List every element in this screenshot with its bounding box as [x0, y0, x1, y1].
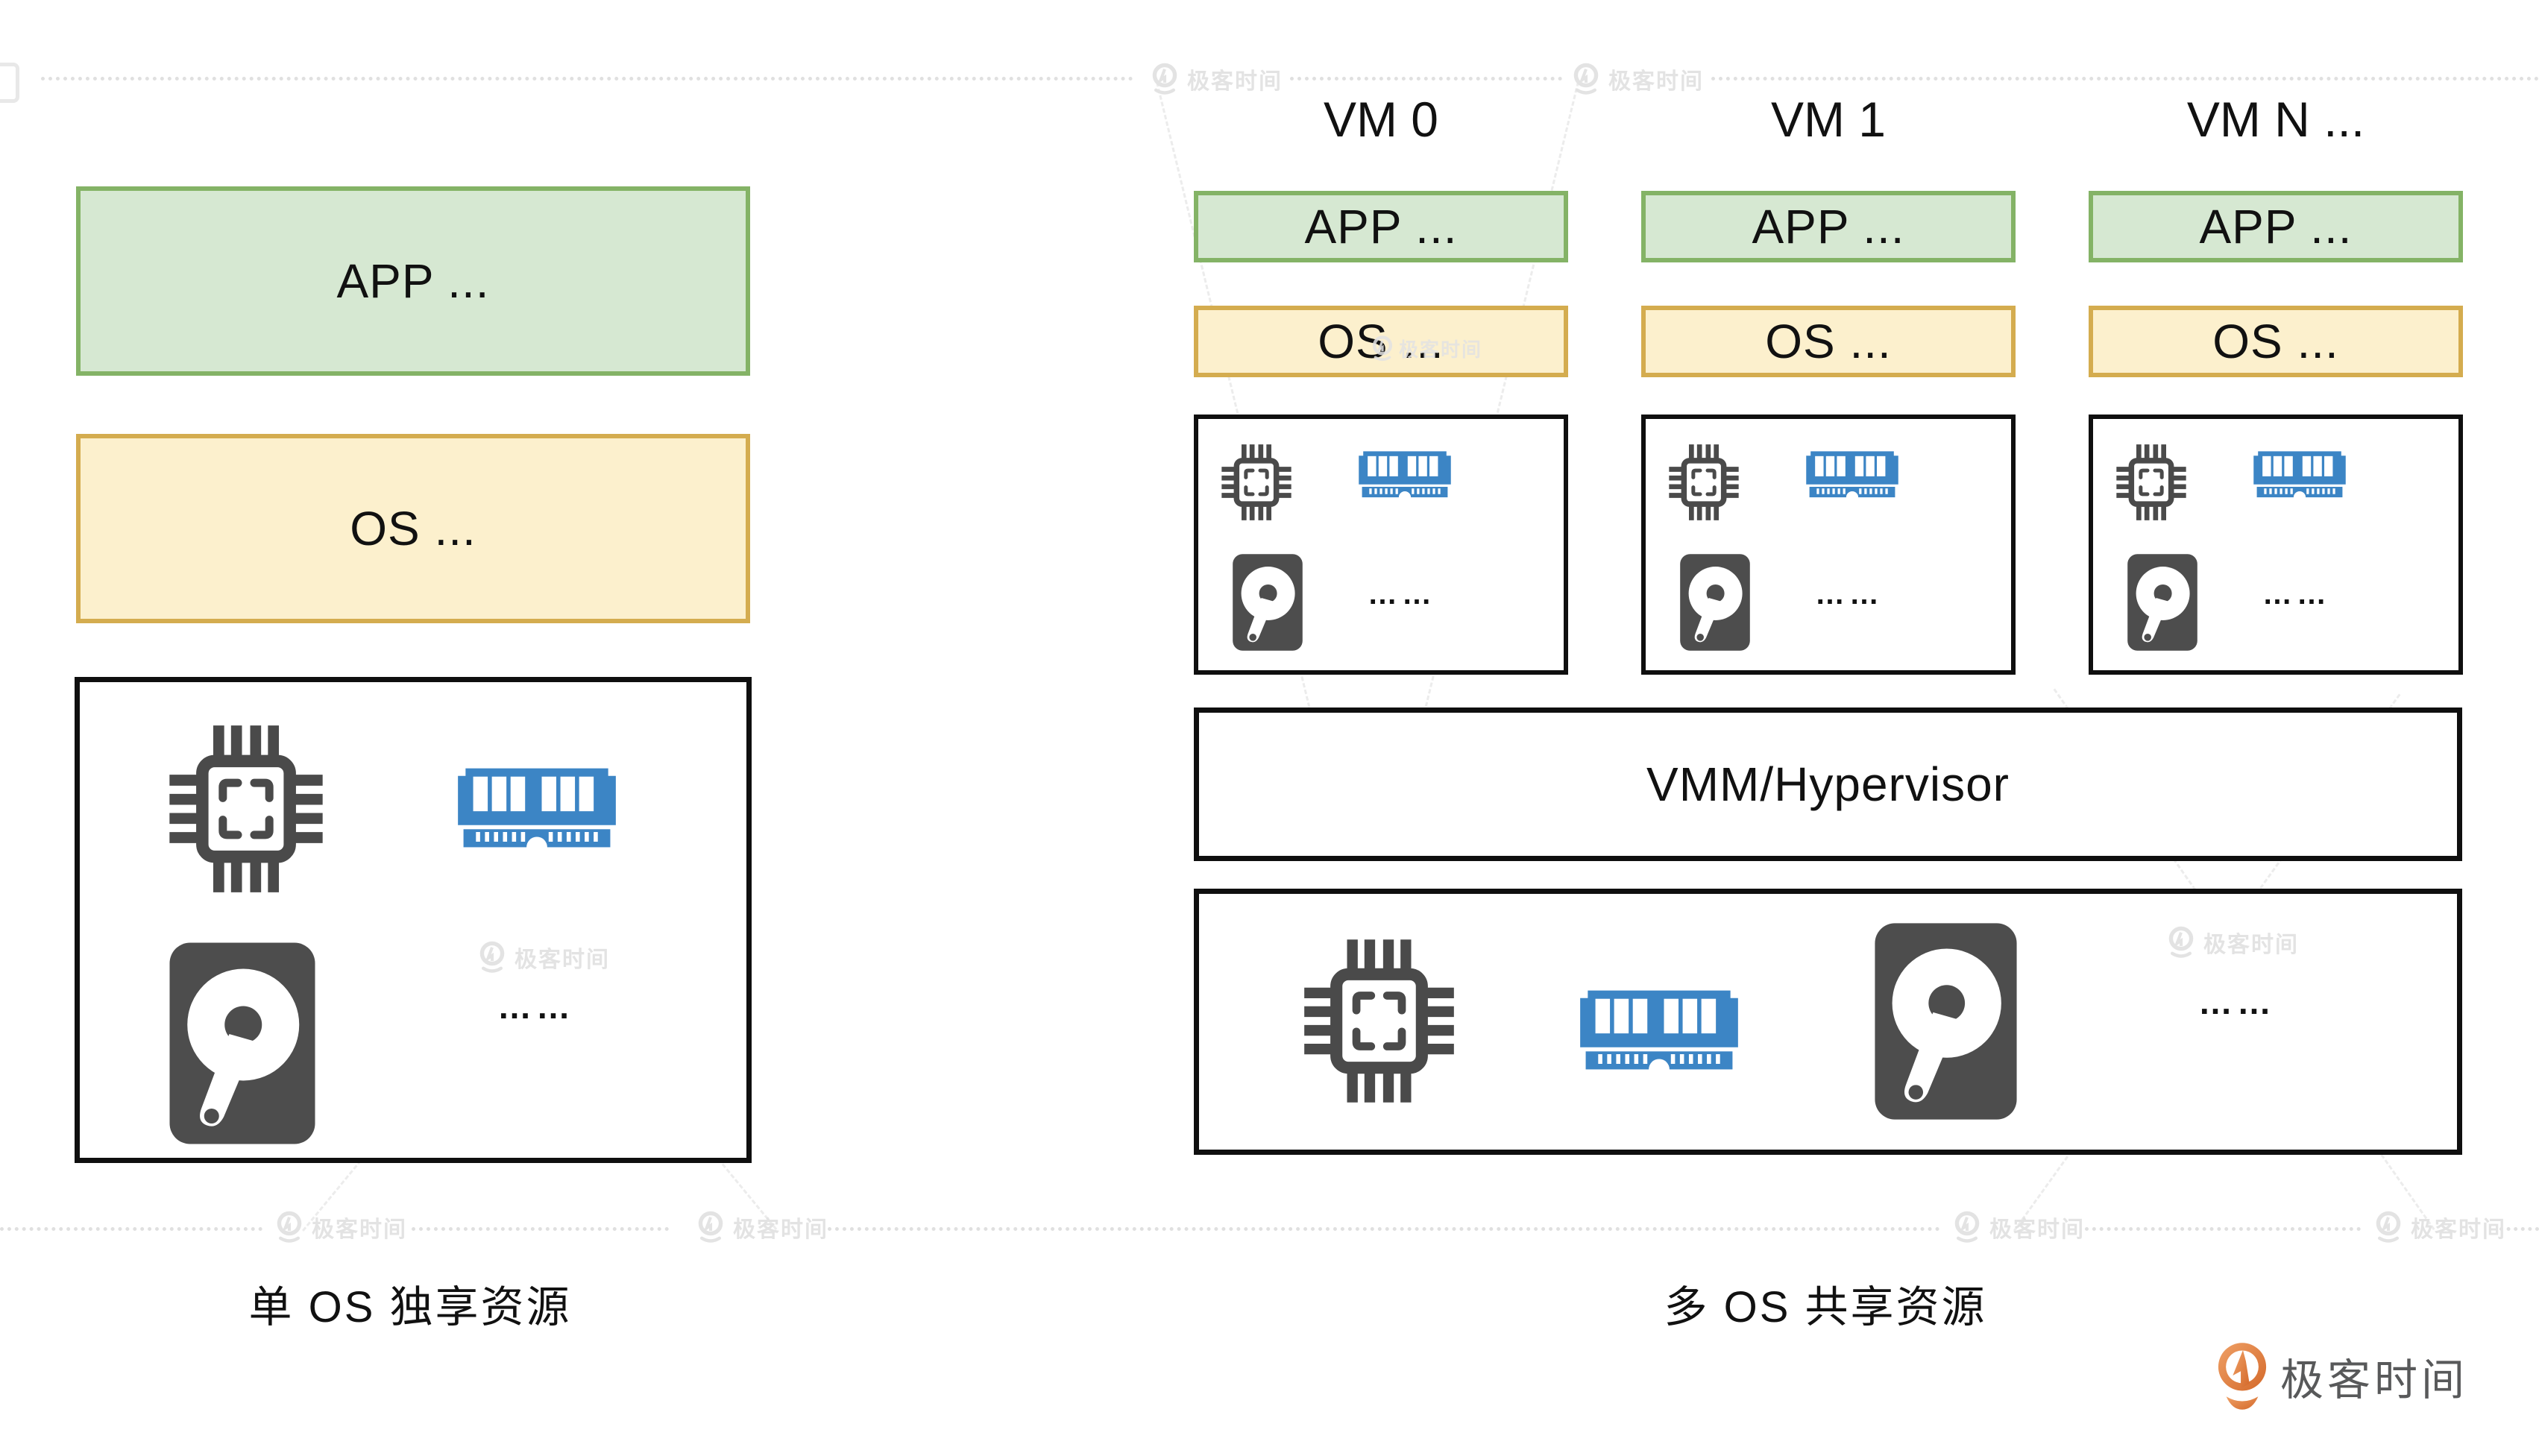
watermark: 极客时间 — [274, 1209, 407, 1244]
geektime-pin-icon — [1150, 61, 1180, 96]
watermark-text: 极客时间 — [1608, 69, 1704, 94]
watermark-dotted-line — [0, 1227, 262, 1231]
vm-app-label: APP ... — [1304, 200, 1458, 253]
geektime-pin-icon — [2373, 1209, 2403, 1244]
disk-icon — [1670, 553, 1761, 652]
vm-app-box: APP ... — [1194, 191, 1568, 262]
ram-icon — [1804, 449, 1901, 505]
geektime-pin-icon — [2218, 1343, 2267, 1410]
vm-hardware-box: …… — [2089, 415, 2463, 675]
watermark: 极客时间 — [696, 1209, 828, 1244]
disk-icon — [1873, 921, 2019, 1122]
vm-hardware-box: …… — [1641, 415, 2016, 675]
geektime-pin-icon — [696, 1209, 726, 1244]
watermark-dotted-line — [1711, 77, 2539, 81]
geektime-pin-icon — [477, 939, 507, 974]
geektime-logo: 极客时间 — [2216, 1340, 2468, 1412]
geektime-logo-text: 极客时间 — [2280, 1356, 2469, 1405]
watermark-dotted-line — [2499, 1227, 2539, 1231]
watermark: 极客时间 — [477, 939, 610, 974]
ellipsis-dots: …… — [497, 987, 575, 1026]
vm-app-box: APP ... — [1641, 191, 2016, 262]
left-caption: 单 OS 独享资源 — [248, 1283, 572, 1331]
watermark-text: 极客时间 — [1399, 338, 1483, 361]
watermark: 极客时间 — [2166, 924, 2299, 959]
vm-title: VM 1 — [1770, 92, 1887, 147]
vmm-label: VMM/Hypervisor — [1646, 757, 2010, 811]
ram-icon — [1356, 449, 1453, 505]
disk-icon — [168, 941, 317, 1146]
watermark-dotted-line — [41, 77, 1133, 81]
watermark-text: 极客时间 — [2203, 932, 2299, 957]
watermark-dotted-line — [412, 1227, 669, 1231]
ram-icon — [451, 764, 623, 861]
vmm-hypervisor-box: VMM/Hypervisor — [1194, 707, 2462, 861]
watermark-dotted-line — [2085, 1227, 2361, 1231]
watermark-text: 极客时间 — [1187, 69, 1283, 94]
geektime-pin-icon — [1371, 334, 1394, 362]
vm-hardware-box: …… — [1194, 415, 1568, 675]
cpu-icon — [164, 719, 328, 898]
watermark-text: 极客时间 — [2411, 1217, 2506, 1242]
right-caption: 多 OS 共享资源 — [1664, 1283, 1987, 1331]
cpu-icon — [1299, 933, 1459, 1109]
left-app-box: APP ... — [76, 186, 750, 376]
left-app-label: APP ... — [336, 254, 490, 308]
ellipsis-dots: …… — [2198, 983, 2276, 1021]
shared-hardware-box: 极客时间 …… — [1194, 889, 2462, 1155]
ellipsis-dots: …… — [1368, 577, 1436, 611]
left-os-label: OS ... — [350, 502, 476, 555]
vm-os-box: OS ... — [2089, 306, 2463, 377]
geektime-pin-icon — [1571, 61, 1601, 96]
vm-title: VM N ... — [2186, 92, 2365, 147]
watermark-text: 极客时间 — [1989, 1217, 2085, 1242]
watermark-dotted-line — [1290, 77, 1562, 81]
vm-app-label: APP ... — [1752, 200, 1905, 253]
cpu-icon — [1219, 441, 1294, 523]
watermark: 极客时间 — [1150, 61, 1283, 96]
cpu-icon — [2114, 441, 2189, 523]
watermark-text: 极客时间 — [312, 1217, 407, 1242]
geektime-pin-icon — [2166, 924, 2196, 959]
watermark-dotted-line — [828, 1227, 1940, 1231]
ellipsis-dots: …… — [2262, 577, 2331, 611]
disk-icon — [1222, 553, 1313, 652]
disk-icon — [2117, 553, 2208, 652]
vm-os-label: OS ... — [1765, 315, 1892, 368]
watermark-text: 极客时间 — [733, 1217, 828, 1242]
watermark: 极客时间 — [1952, 1209, 2085, 1244]
watermark-partial-logo — [0, 63, 19, 103]
vm-os-label: OS ... — [2212, 315, 2339, 368]
watermark-text: 极客时间 — [515, 947, 610, 972]
cpu-icon — [1667, 441, 1741, 523]
watermark: 极客时间 — [2373, 1209, 2506, 1244]
ram-icon — [1573, 986, 1745, 1083]
geektime-pin-icon — [1952, 1209, 1982, 1244]
vm-os-box: OS ... — [1641, 306, 2016, 377]
vm-os-box: OS ... 极客时间 — [1194, 306, 1568, 377]
left-hardware-box: 极客时间 …… — [75, 677, 752, 1163]
ellipsis-dots: …… — [1815, 577, 1884, 611]
ram-icon — [2251, 449, 2348, 505]
geektime-pin-icon — [274, 1209, 304, 1244]
watermark: 极客时间 — [1371, 334, 1482, 362]
vm-app-label: APP ... — [2199, 200, 2353, 253]
vm-app-box: APP ... — [2089, 191, 2463, 262]
watermark: 极客时间 — [1571, 61, 1704, 96]
left-os-box: OS ... — [76, 434, 750, 623]
vm-title: VM 0 — [1323, 92, 1439, 147]
